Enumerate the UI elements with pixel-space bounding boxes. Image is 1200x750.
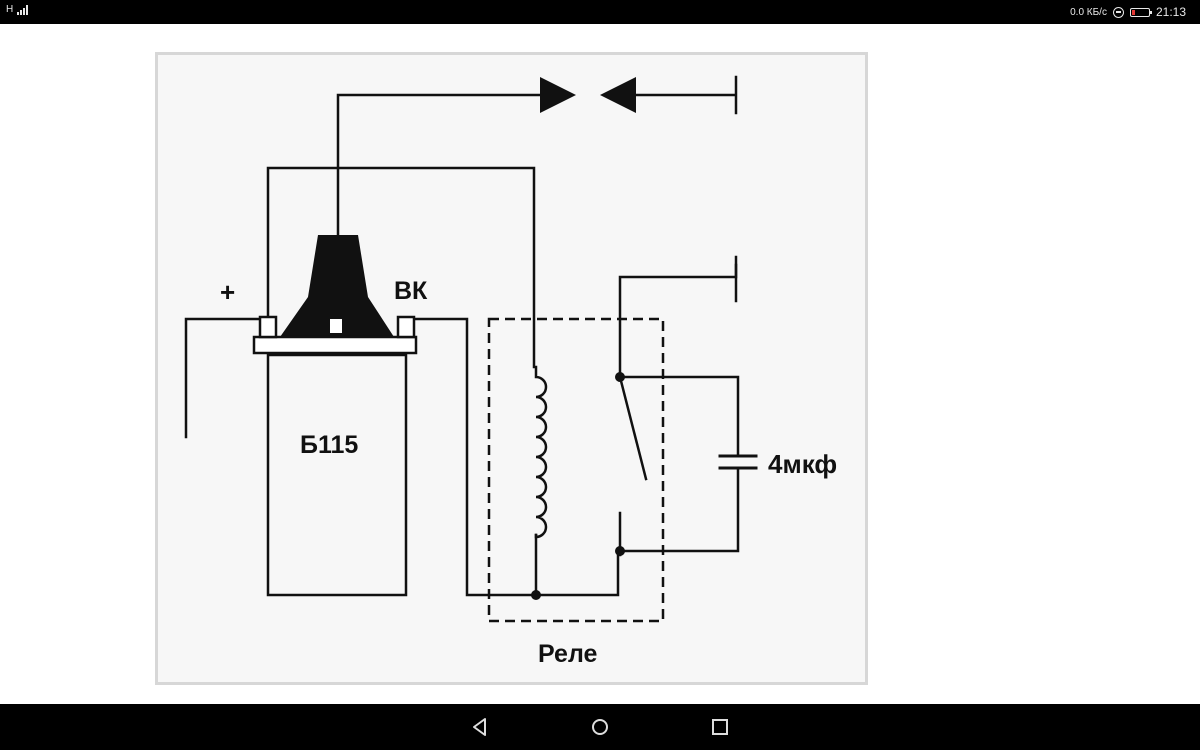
battery-icon: [1129, 7, 1152, 17]
junction-dot: [531, 590, 541, 600]
ignition-circuit-diagram: + ВК Б115 4мкф Реле: [155, 52, 868, 685]
signal-h-label: H: [6, 4, 14, 15]
coil-body: [266, 353, 408, 597]
back-icon[interactable]: [470, 717, 490, 737]
bk-terminal: [396, 315, 416, 339]
plus-lead: [184, 317, 262, 439]
coil-high-voltage-cap: [280, 235, 394, 337]
coil-center-terminal: [330, 319, 342, 333]
relay-coil-winding: [534, 365, 548, 539]
status-left: H: [6, 4, 31, 15]
network-speed: 0.0 КБ/с: [1070, 6, 1107, 18]
do-not-disturb-icon: [1112, 6, 1124, 18]
switch-top-wire: [618, 263, 738, 481]
bk-wire: [412, 317, 538, 597]
circuit-drawing: [184, 75, 758, 623]
plus-label: +: [220, 277, 236, 307]
bk-terminal-label: ВК: [394, 277, 428, 305]
home-icon[interactable]: [590, 717, 610, 737]
coil-terminal-plate: [252, 335, 418, 355]
plus-terminal: [258, 315, 278, 339]
battery-level: [1131, 9, 1135, 15]
recent-apps-icon[interactable]: [710, 717, 730, 737]
status-bar: H 0.0 КБ/с 21:13: [0, 0, 1200, 24]
capacitor-bottom-wire: [618, 467, 740, 553]
capacitor-label: 4мкф: [768, 449, 838, 479]
navigation-bar: [0, 704, 1200, 750]
junction-dot: [615, 372, 625, 382]
spark-gap-arrow-right: [540, 77, 576, 113]
clock: 21:13: [1155, 5, 1186, 19]
signal-strength-icon: [17, 5, 29, 15]
relay-label: Реле: [538, 640, 598, 668]
high-voltage-wire: [336, 93, 542, 237]
spark-gap-arrow-left: [600, 77, 636, 113]
junction-dot: [615, 546, 625, 556]
status-right: 0.0 КБ/с 21:13: [1070, 5, 1186, 19]
relay-return-wire: [534, 553, 620, 597]
capacitor-top-wire: [618, 375, 740, 457]
coil-model-label: Б115: [300, 431, 359, 459]
feed-wire: [266, 166, 536, 369]
relay-enclosure: [487, 317, 665, 623]
